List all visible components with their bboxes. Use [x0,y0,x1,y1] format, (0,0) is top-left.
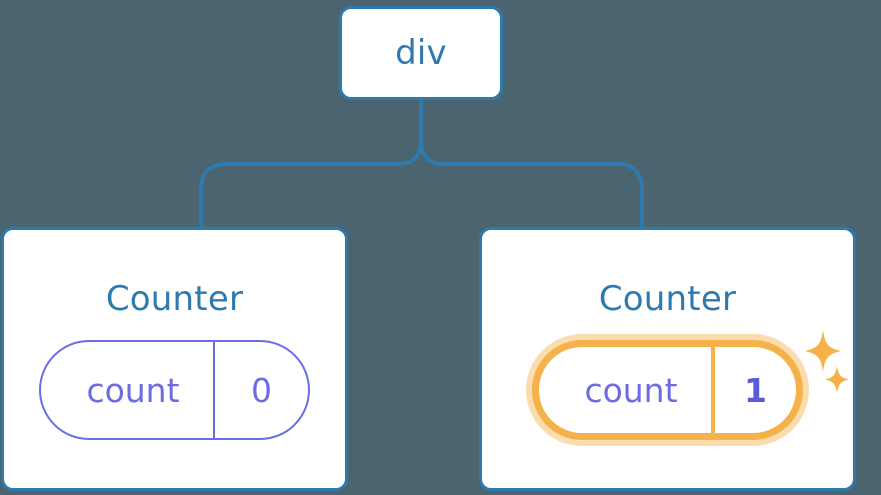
state-value-cell: 0 [213,342,308,438]
component-title: Counter [598,279,737,319]
node-counter-right[interactable]: Counter count 1 [479,227,856,491]
state-value-cell: 1 [711,347,796,433]
root-node-label: div [395,33,447,73]
state-pill-container: count 1 [482,340,853,440]
state-key-cell: count [539,347,711,433]
state-pill-highlighted[interactable]: count 1 [532,340,803,440]
connector-right-branch [419,138,644,230]
state-key-label: count [86,370,180,410]
state-pill[interactable]: count 0 [39,340,310,440]
state-pill-container: count 0 [4,340,345,440]
state-value-label: 1 [744,370,767,410]
state-value-label: 0 [251,370,272,410]
node-root-div[interactable]: div [339,6,503,100]
state-key-label: count [584,370,678,410]
connector-left-branch [199,98,423,230]
state-key-cell: count [41,342,213,438]
component-title: Counter [105,279,244,319]
node-counter-left[interactable]: Counter count 0 [1,227,348,491]
